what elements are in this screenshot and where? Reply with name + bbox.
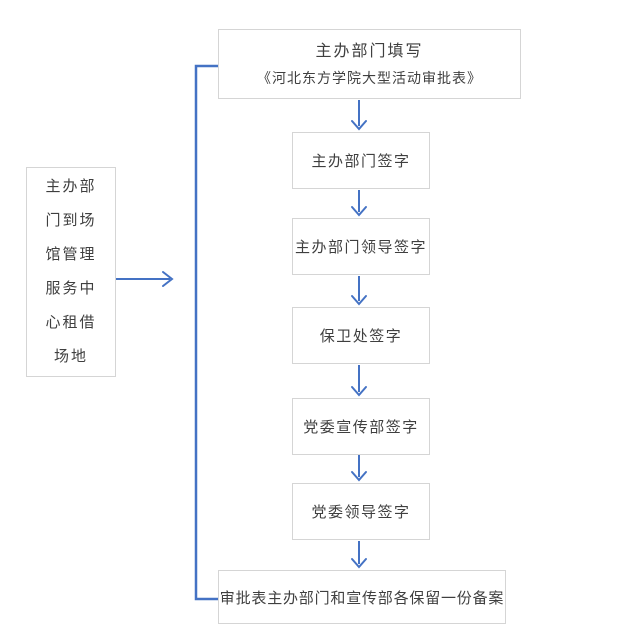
arrow-head-icon (162, 271, 174, 287)
step-propaganda-dept-signature-box: 党委宣传部签字 (292, 398, 430, 455)
elbow-line (194, 64, 219, 601)
step-security-office-signature-box: 保卫处签字 (292, 307, 430, 364)
arrow-step3-to-step4 (351, 365, 367, 397)
step-rent-venue-box: 主办部 门到场 馆管理 服务中 心租借 场地 (26, 167, 116, 377)
feedback-elbow-connector (194, 64, 219, 601)
step-fill-approval-form-box: 主办部门填写 《河北东方学院大型活动审批表》 (218, 29, 521, 99)
step-label: 党委领导签字 (311, 504, 411, 521)
start-box-subtitle: 《河北东方学院大型活动审批表》 (257, 69, 482, 86)
arrow-head-icon (351, 295, 367, 306)
step-host-dept-signature-box: 主办部门签字 (292, 132, 430, 189)
arrow-step4-to-step5 (351, 455, 367, 482)
step-label: 主办部门领导签字 (294, 239, 427, 256)
step-label: 党委宣传部签字 (303, 419, 419, 436)
step-party-leader-signature-box: 党委领导签字 (292, 483, 430, 540)
end-box-label: 审批表主办部门和宣传部各保留一份备案 (219, 589, 505, 607)
arrow-step1-to-step2 (351, 190, 367, 217)
arrow-step2-to-step3 (351, 276, 367, 306)
start-box-title: 主办部门填写 (315, 42, 424, 60)
side-note-line: 主办部 (45, 178, 97, 195)
side-note-line: 门到场 (45, 212, 97, 229)
arrow-head-icon (351, 558, 367, 569)
arrow-start-to-step1 (351, 100, 367, 131)
step-archive-record-box: 审批表主办部门和宣传部各保留一份备案 (218, 570, 506, 624)
step-label: 保卫处签字 (319, 328, 403, 345)
arrow-head-icon (351, 120, 367, 131)
arrow-step5-to-end (351, 541, 367, 569)
arrow-head-icon (351, 386, 367, 397)
arrow-head-icon (351, 206, 367, 217)
side-note-line: 心租借 (45, 314, 97, 331)
step-host-dept-leader-signature-box: 主办部门领导签字 (292, 218, 430, 275)
arrow-head-icon (351, 471, 367, 482)
side-note-line: 服务中 (45, 280, 97, 297)
side-note-line: 场地 (53, 348, 88, 365)
side-note-line: 馆管理 (45, 246, 97, 263)
step-label: 主办部门签字 (311, 153, 411, 170)
side-note-right-arrow (116, 271, 174, 287)
